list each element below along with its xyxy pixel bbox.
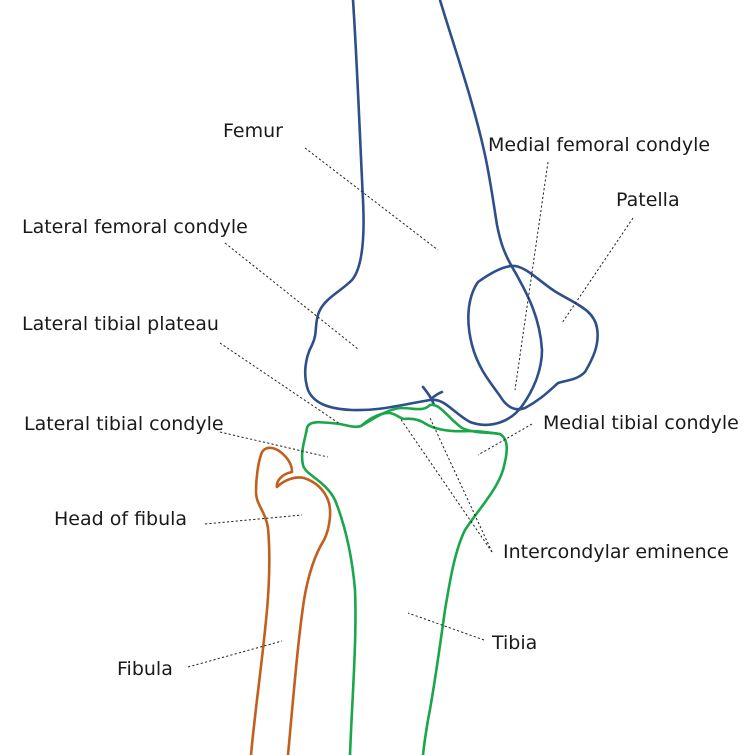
leader-intercondylar-eminence-2 [429, 417, 493, 553]
tibia-outline [300, 403, 509, 755]
label-tibia: Tibia [491, 632, 537, 654]
leader-medial-femoral-condyle [514, 161, 549, 391]
leader-femur [304, 147, 439, 251]
label-medial-femoral-condyle: Medial femoral condyle [488, 134, 710, 156]
leader-lines [187, 147, 634, 668]
leader-lateral-femoral-condyle [224, 242, 359, 350]
leader-lateral-tibial-condyle [219, 431, 329, 458]
leader-patella [561, 217, 634, 324]
leader-lateral-tibial-plateau [219, 342, 341, 425]
femur-outline [303, 0, 544, 427]
tibia-intercondylar-eminence [359, 411, 502, 436]
patella-outline [467, 264, 599, 411]
leader-fibula [187, 640, 283, 668]
label-patella: Patella [616, 189, 680, 211]
leader-intercondylar-eminence-1 [399, 417, 493, 553]
label-intercondylar-eminence: Intercondylar eminence [503, 541, 729, 563]
label-fibula: Fibula [117, 658, 173, 680]
label-head-of-fibula: Head of fibula [54, 508, 187, 530]
leader-head-of-fibula [204, 514, 303, 525]
label-lateral-femoral-condyle: Lateral femoral condyle [22, 216, 248, 238]
femur-intercondylar-notch [421, 385, 444, 407]
fibula-outline [249, 446, 332, 755]
label-medial-tibial-condyle: Medial tibial condyle [543, 412, 739, 434]
label-femur: Femur [223, 120, 283, 142]
leader-medial-tibial-condyle [477, 423, 533, 456]
label-lateral-tibial-condyle: Lateral tibial condyle [24, 413, 224, 435]
labels: Femur Medial femoral condyle Patella Lat… [22, 120, 739, 680]
leader-tibia [407, 612, 485, 641]
label-lateral-tibial-plateau: Lateral tibial plateau [22, 313, 219, 335]
